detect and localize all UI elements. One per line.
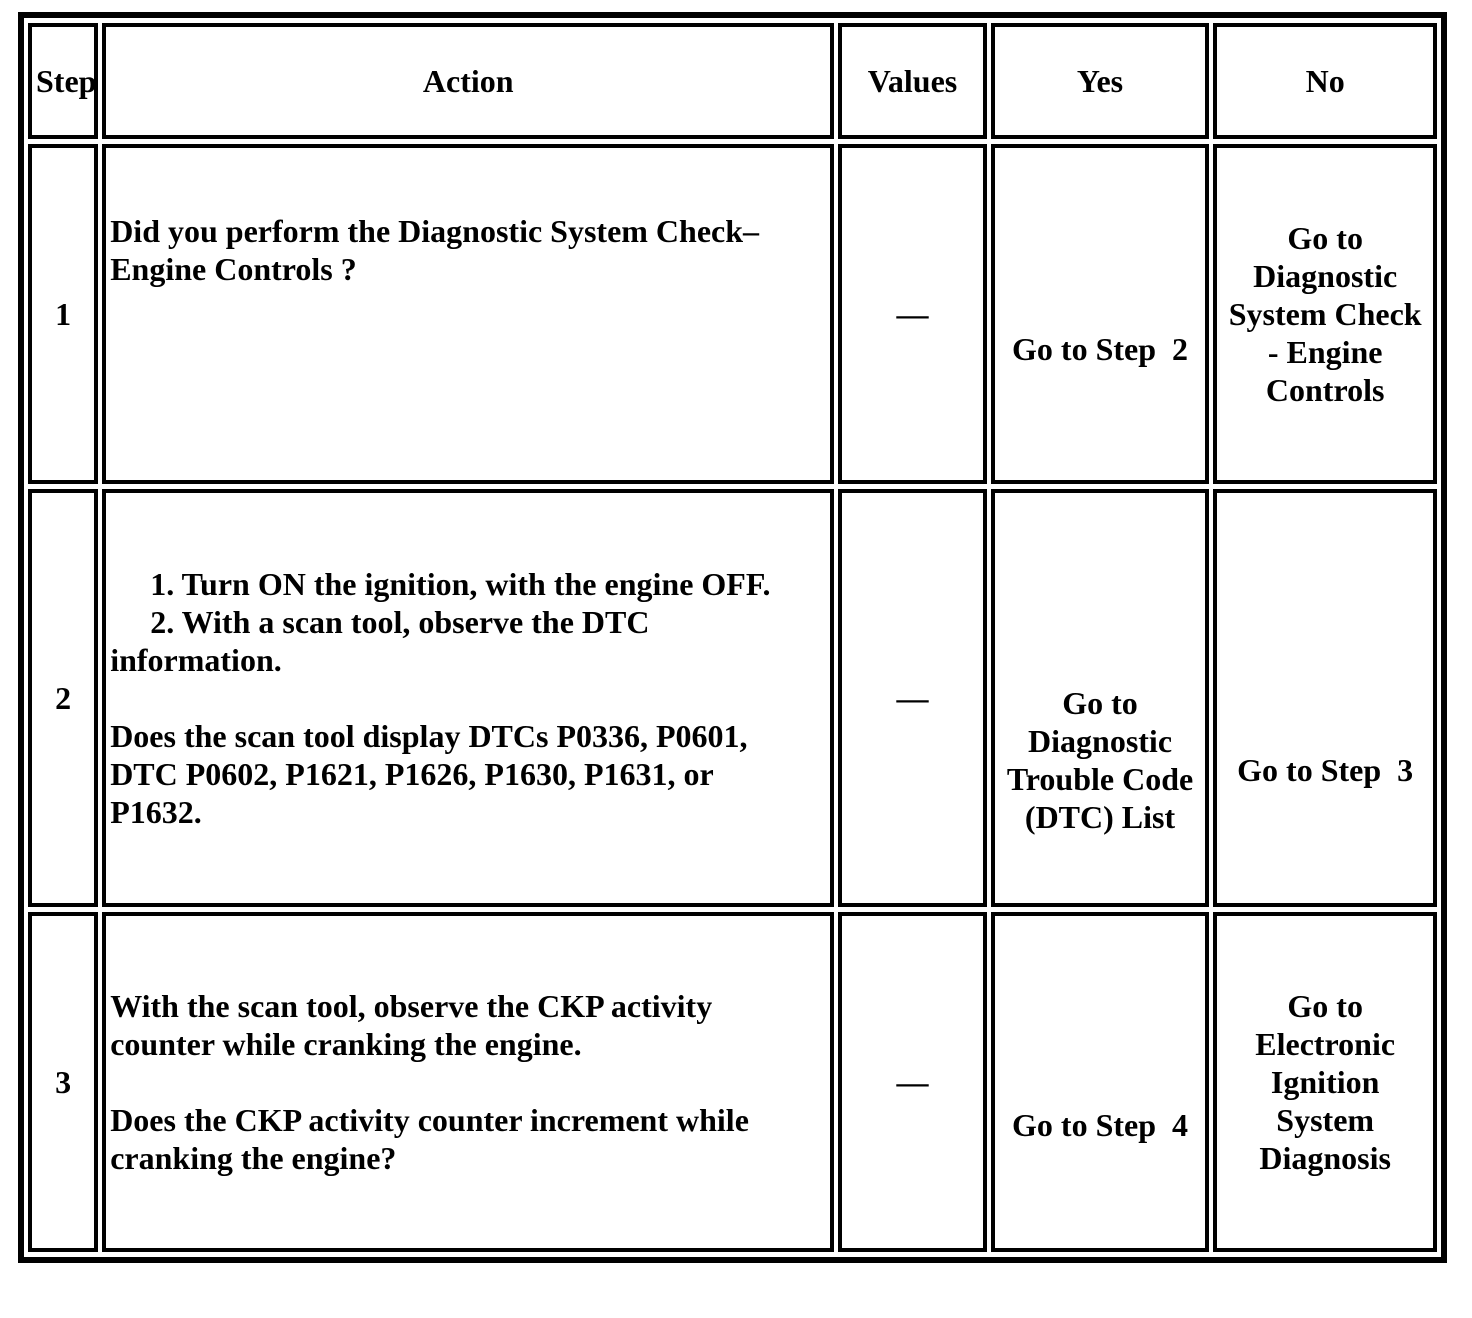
no-text: Go to Step 3	[1237, 752, 1414, 788]
row2-action-cell: 1. Turn ON the ignition, with the engine…	[102, 489, 835, 907]
row3-action-cell: With the scan tool, observe the CKP acti…	[102, 912, 835, 1252]
values-text: —	[896, 680, 929, 716]
row3-yes-cell: Go to Step 4	[990, 912, 1210, 1252]
action-text: With the scan tool, observe the CKP acti…	[110, 988, 749, 1176]
row1-action-cell: Did you perform the Diagnostic System Ch…	[102, 144, 835, 484]
header-cell-no: No	[1213, 23, 1437, 139]
header-no-label: No	[1305, 63, 1345, 99]
table-row-step-1: 1 Did you perform the Diagnostic System …	[28, 144, 1437, 484]
table-row-step-3: 3 With the scan tool, observe the CKP ac…	[28, 912, 1437, 1252]
table-row-step-2: 2 1. Turn ON the ignition, with the engi…	[28, 489, 1437, 907]
row2-step-cell: 2	[28, 489, 99, 907]
header-cell-step: Step	[28, 23, 99, 139]
row2-no-cell: Go to Step 3	[1213, 489, 1437, 907]
action-text: Did you perform the Diagnostic System Ch…	[110, 213, 760, 287]
row3-values-cell: —	[838, 912, 987, 1252]
step-number: 3	[55, 1064, 72, 1100]
yes-text: Go to Step 4	[1012, 1107, 1189, 1143]
step-number: 1	[55, 296, 72, 332]
no-text: Go to Diagnostic System Check - Engine C…	[1228, 220, 1422, 408]
step-number: 2	[55, 680, 72, 716]
yes-text: Go to Diagnostic Trouble Code (DTC) List	[1006, 685, 1194, 835]
diagnostic-table: Step Action Values Yes No 1 Did you perf…	[18, 12, 1447, 1263]
header-cell-values: Values	[838, 23, 987, 139]
header-values-label: Values	[867, 63, 958, 99]
header-cell-yes: Yes	[990, 23, 1210, 139]
no-text: Go to Electronic Ignition System Diagnos…	[1255, 988, 1396, 1176]
values-text: —	[896, 296, 929, 332]
values-text: —	[896, 1064, 929, 1100]
header-action-label: Action	[422, 63, 514, 99]
row1-values-cell: —	[838, 144, 987, 484]
row2-values-cell: —	[838, 489, 987, 907]
row1-step-cell: 1	[28, 144, 99, 484]
header-row: Step Action Values Yes No	[28, 23, 1437, 139]
header-cell-action: Action	[102, 23, 835, 139]
row3-step-cell: 3	[28, 912, 99, 1252]
row1-no-cell: Go to Diagnostic System Check - Engine C…	[1213, 144, 1437, 484]
row2-yes-cell: Go to Diagnostic Trouble Code (DTC) List	[990, 489, 1210, 907]
row3-no-cell: Go to Electronic Ignition System Diagnos…	[1213, 912, 1437, 1252]
header-step-label: Step	[36, 63, 97, 99]
header-yes-label: Yes	[1076, 63, 1124, 99]
yes-text: Go to Step 2	[1012, 331, 1189, 367]
action-text: 1. Turn ON the ignition, with the engine…	[110, 566, 771, 830]
row1-yes-cell: Go to Step 2	[990, 144, 1210, 484]
